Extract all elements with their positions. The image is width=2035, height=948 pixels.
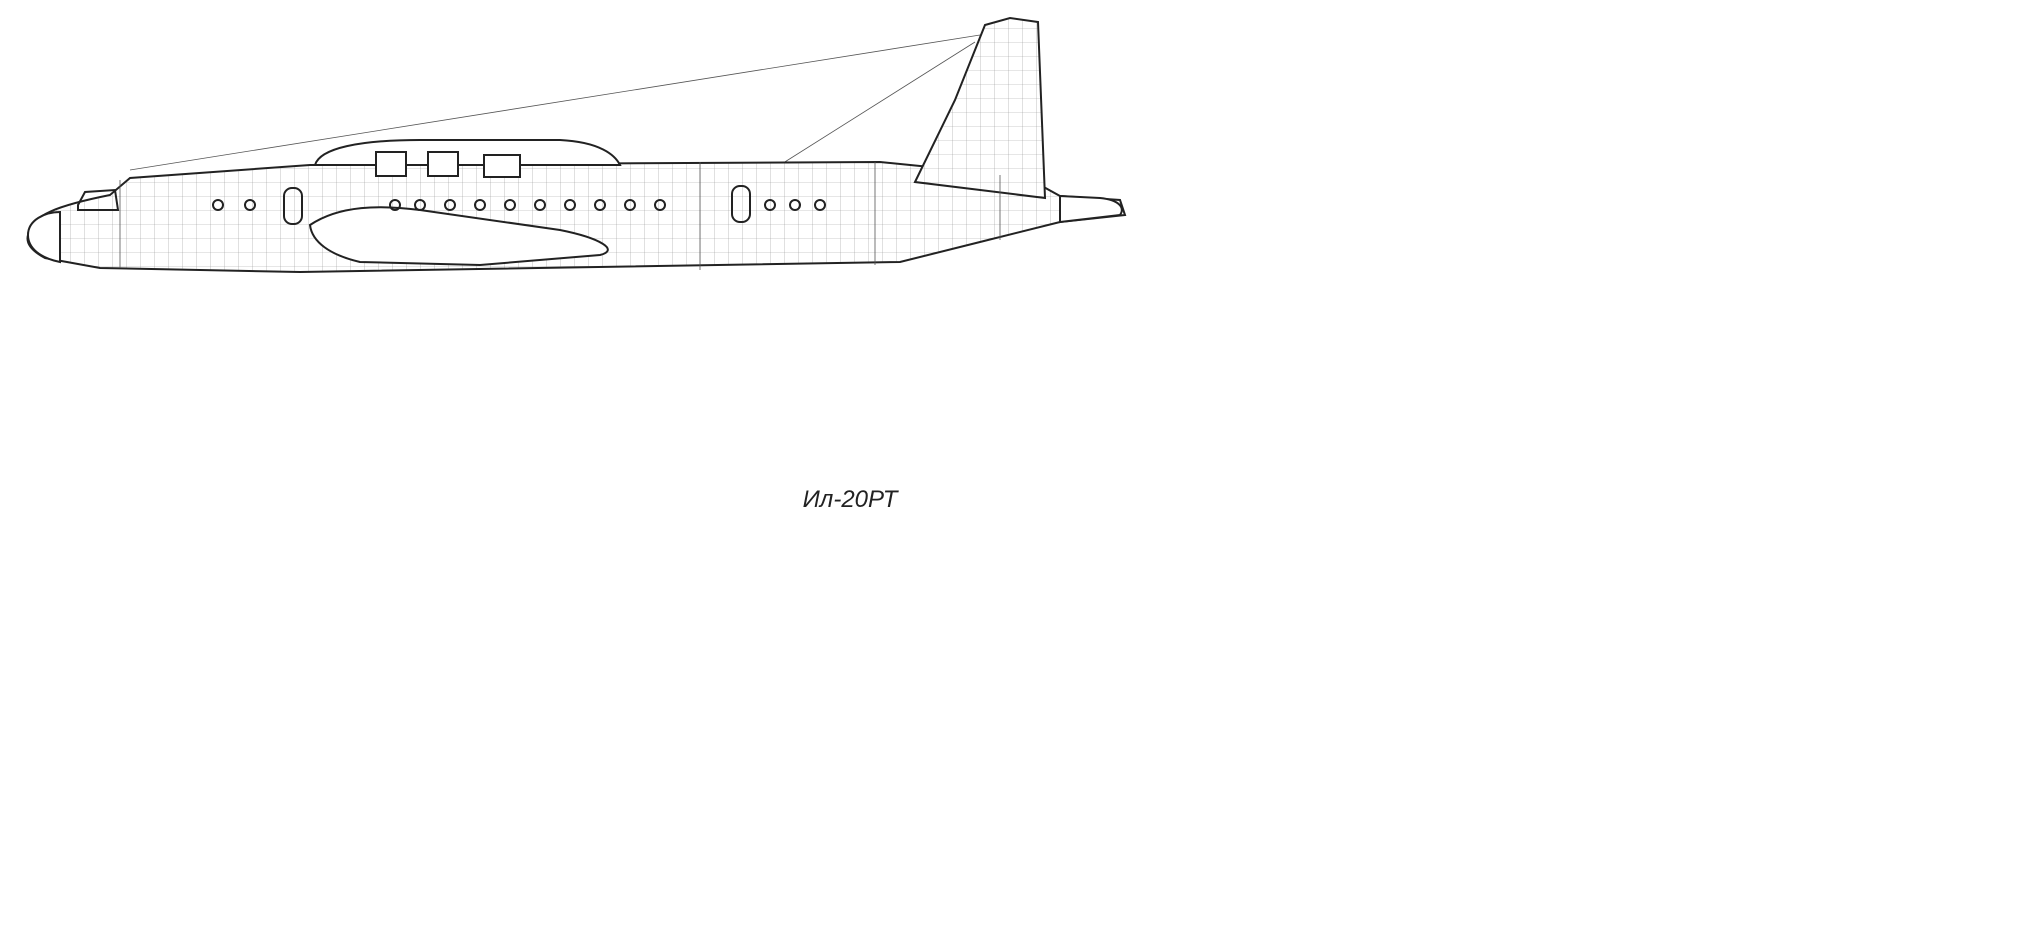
- side-dorsal-fairing: [313, 139, 622, 166]
- side-fairing-window: [375, 151, 407, 177]
- side-view: [26, 16, 1127, 274]
- side-fairing-window: [427, 151, 459, 177]
- side-door: [283, 187, 303, 225]
- aircraft-designation: Ил-20РТ: [802, 486, 898, 513]
- side-door: [731, 185, 751, 223]
- side-nose: [26, 210, 61, 264]
- side-portholes: [212, 199, 826, 211]
- side-vertical-fin: [913, 16, 1047, 200]
- side-fairing-window: [483, 154, 521, 178]
- antenna-wire: [129, 34, 981, 171]
- side-tail-cone: [1059, 194, 1123, 224]
- side-cockpit-windows: [77, 188, 120, 211]
- side-wing-nacelle: [308, 206, 609, 267]
